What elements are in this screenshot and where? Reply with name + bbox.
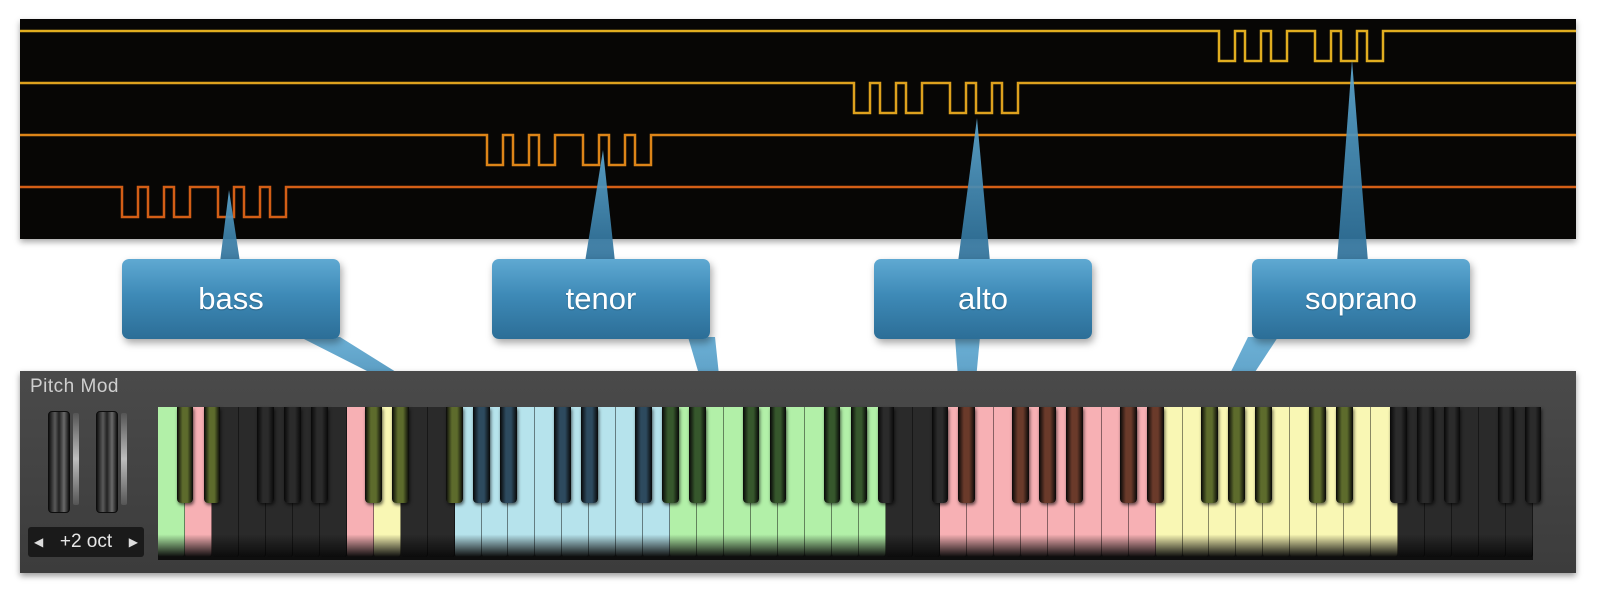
black-key[interactable] <box>446 407 463 503</box>
black-key[interactable] <box>850 407 868 503</box>
black-key[interactable] <box>1389 407 1407 503</box>
pitch-wheel-track <box>73 413 79 505</box>
pitch-wheel[interactable] <box>48 411 70 513</box>
black-key[interactable] <box>823 407 841 503</box>
black-key[interactable] <box>1201 407 1218 503</box>
black-key[interactable] <box>284 407 302 503</box>
black-key[interactable] <box>1147 407 1164 503</box>
voice-pitch-graph <box>20 19 1576 239</box>
voice-lines <box>20 29 1576 219</box>
black-key[interactable] <box>1066 407 1083 503</box>
black-key[interactable] <box>1120 407 1137 503</box>
pitch-mod-label: Pitch Mod <box>30 376 119 397</box>
voice-line-alto <box>20 81 1576 115</box>
triangle-left-icon[interactable]: ◀ <box>34 535 44 549</box>
black-key[interactable] <box>203 407 221 503</box>
black-key[interactable] <box>742 407 760 503</box>
black-key[interactable] <box>500 407 517 503</box>
black-key[interactable] <box>769 407 787 503</box>
callout-alto-label: alto <box>958 281 1008 316</box>
black-key[interactable] <box>473 407 490 503</box>
voice-line-tenor <box>20 133 1576 167</box>
black-key[interactable] <box>581 407 598 503</box>
black-key[interactable] <box>661 407 679 503</box>
black-key[interactable] <box>877 407 895 503</box>
black-key[interactable] <box>1497 407 1515 503</box>
black-key[interactable] <box>1443 407 1461 503</box>
black-key[interactable] <box>176 407 194 503</box>
octave-shift-control[interactable]: ◀ +2 oct ▶ <box>28 527 144 557</box>
black-key[interactable] <box>1308 407 1326 503</box>
triangle-right-icon[interactable]: ▶ <box>128 535 138 549</box>
keyboard-panel: Pitch Mod ◀ +2 oct ▶ <box>20 371 1576 573</box>
black-key[interactable] <box>1228 407 1245 503</box>
callout-soprano: soprano <box>1252 259 1470 339</box>
callout-bass-label: bass <box>198 281 264 316</box>
octave-value: +2 oct <box>59 531 113 552</box>
black-key[interactable] <box>392 407 409 503</box>
piano-keyboard[interactable] <box>158 407 1542 560</box>
mod-wheel-track <box>121 413 127 505</box>
black-key[interactable] <box>1416 407 1434 503</box>
callout-tenor-label: tenor <box>565 281 637 316</box>
black-key[interactable] <box>1255 407 1272 503</box>
callout-bass: bass <box>122 259 340 339</box>
callout-tenor: tenor <box>492 259 710 339</box>
black-key[interactable] <box>1039 407 1057 503</box>
black-key[interactable] <box>554 407 571 503</box>
black-key[interactable] <box>1012 407 1030 503</box>
voice-line-bass <box>20 185 1576 219</box>
voice-line-soprano <box>20 29 1576 63</box>
black-key[interactable] <box>634 407 652 503</box>
black-key[interactable] <box>688 407 706 503</box>
black-key[interactable] <box>958 407 976 503</box>
callout-soprano-label: soprano <box>1304 281 1418 316</box>
black-key[interactable] <box>931 407 949 503</box>
black-key[interactable] <box>365 407 383 503</box>
black-key[interactable] <box>1335 407 1353 503</box>
black-key[interactable] <box>1524 407 1542 503</box>
mod-wheel[interactable] <box>96 411 118 513</box>
black-key[interactable] <box>257 407 275 503</box>
callout-alto: alto <box>874 259 1092 339</box>
black-key[interactable] <box>311 407 329 503</box>
